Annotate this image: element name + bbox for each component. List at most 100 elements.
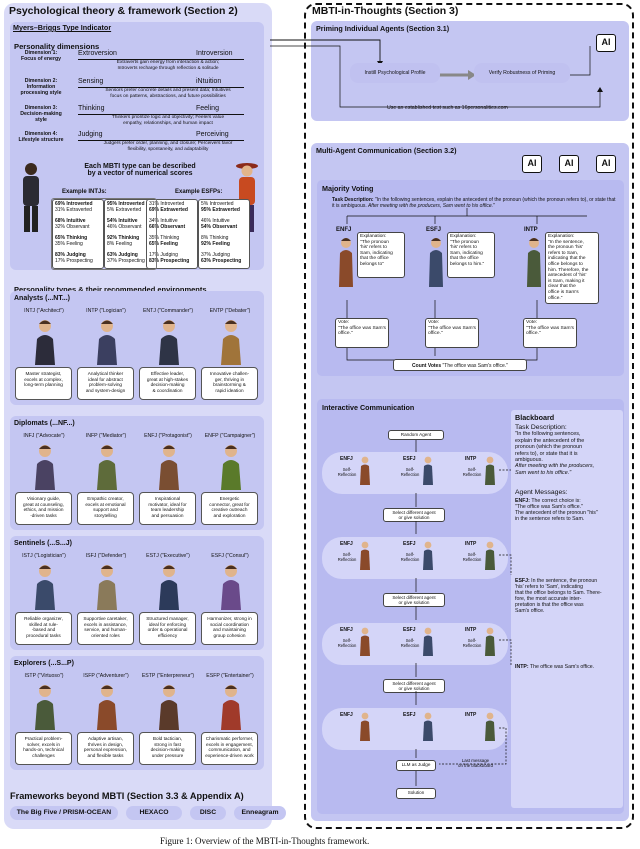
type-illustration-1-1 bbox=[92, 442, 122, 490]
dimension-name-3: Dimension 3: Decision-making style bbox=[20, 105, 62, 123]
framework-2: DISC bbox=[190, 806, 226, 820]
dimension-right-4: Perceiving bbox=[196, 131, 229, 138]
dimension-right-1: Introversion bbox=[196, 50, 233, 57]
blackboard-title: Blackboard bbox=[515, 413, 555, 422]
last-message-label: Last message on the blackboard bbox=[458, 758, 493, 769]
verify-priming-step: Verify Robustness of Priming bbox=[474, 63, 570, 83]
dimension-axis-3 bbox=[78, 114, 244, 115]
type-desc-0-2: Effective leader, great at high-stakes d… bbox=[139, 367, 196, 400]
esfp-card-a-item-4: 35% Thinking bbox=[149, 235, 180, 241]
type-desc-3-3: Charismatic performer, excels in engagem… bbox=[201, 732, 258, 765]
dimension-desc-4: Judgers prefer order, planning, and clos… bbox=[103, 141, 233, 152]
blackboard-enfj-message: ENFJ: The correct choice is: "The office… bbox=[515, 498, 598, 523]
esfp-card-a-item-1: 69% Extraverted bbox=[149, 207, 188, 213]
dimension-name-1: Dimension 1: Focus of energy bbox=[20, 50, 62, 62]
intj-card-a-item-3: 32% Observant bbox=[55, 224, 90, 230]
mv-explanation-2: Explanation: "In the sentence, the prono… bbox=[545, 232, 599, 304]
flow-reflection-1-1: Self- Reflection bbox=[400, 552, 420, 562]
type-desc-1-2: Inspirational motivator, ideal for team … bbox=[139, 492, 196, 525]
flow-agent-2-1: ESFJ bbox=[403, 627, 416, 633]
majority-task: Task Description: "In the following sent… bbox=[332, 197, 616, 209]
flow-row-2 bbox=[322, 623, 508, 665]
type-illustration-1-0 bbox=[30, 442, 60, 490]
mv-agent-illustration-1 bbox=[425, 235, 447, 287]
intj-card-b-item-7: 37% Prospecting bbox=[107, 258, 145, 264]
type-name-0-2: ENTJ ("Commander") bbox=[142, 308, 194, 314]
type-name-1-3: ENFP ("Campaigner") bbox=[204, 433, 256, 439]
flow-agent-illustration-1-0 bbox=[358, 540, 372, 570]
type-illustration-2-3 bbox=[216, 562, 246, 610]
blackboard-task: Task Description: "In the following sent… bbox=[515, 424, 595, 476]
type-name-1-0: INFJ ("Advocate") bbox=[23, 433, 65, 439]
dimension-name-2: Dimension 2: Information processing styl… bbox=[20, 78, 62, 96]
group-name-2: Sentinels (...S...J) bbox=[14, 540, 72, 547]
dimension-desc-1: Extraverts gain energy from interaction … bbox=[116, 60, 220, 71]
flow-reflection-2-2: Self- Reflection bbox=[462, 638, 482, 648]
flow-agent-0-1: ESFJ bbox=[403, 456, 416, 462]
esfp-card-a-item-5: 65% Feeling bbox=[149, 241, 178, 247]
type-desc-1-3: Energetic connector, great for creative … bbox=[201, 492, 258, 525]
flow-agent-3-2: INTP bbox=[465, 712, 477, 718]
vector-text: Each MBTI type can be described by a vec… bbox=[84, 163, 196, 177]
dimension-desc-3: Thinkers prioritize logic and objectivit… bbox=[111, 115, 225, 126]
mv-explanation-1: Explanation: "The pronoun 'his' refers t… bbox=[447, 232, 495, 278]
esfp-card-a-item-7: 83% Prospecting bbox=[149, 258, 190, 264]
intj-card-a-item-6: 83% Judging bbox=[55, 252, 86, 258]
dimension-left-2: Sensing bbox=[78, 78, 104, 85]
framework-1: HEXACO bbox=[126, 806, 182, 820]
type-desc-0-0: Master strategist, excels at complex, lo… bbox=[15, 367, 72, 400]
dimension-left-3: Thinking bbox=[78, 105, 105, 112]
flow-agent-1-0: ENFJ bbox=[340, 541, 353, 547]
intj-card-a-item-1: 31% Extraverted bbox=[55, 207, 92, 213]
framework-0: The Big Five / PRISM-OCEAN bbox=[10, 806, 118, 820]
intj-card-b-item-1: 5% Extraverted bbox=[107, 207, 142, 213]
flow-agent-illustration-0-2 bbox=[483, 455, 497, 485]
mv-agent-illustration-2 bbox=[523, 235, 545, 287]
priming-arrows bbox=[270, 39, 603, 108]
type-name-3-3: ESFP ("Entertainer") bbox=[206, 673, 254, 679]
flow-agent-illustration-3-1 bbox=[421, 711, 435, 741]
type-illustration-0-2 bbox=[154, 317, 184, 365]
esfp-card-a-item-2: 34% Intuitive bbox=[149, 218, 178, 224]
intj-card-b-item-4: 92% Thinking bbox=[107, 235, 140, 241]
type-illustration-2-1 bbox=[92, 562, 122, 610]
blackboard bbox=[511, 410, 623, 808]
flow-reflection-2-1: Self- Reflection bbox=[400, 638, 420, 648]
solution-box: Solution bbox=[396, 788, 436, 799]
intj-card-b-item-6: 63% Judging bbox=[107, 252, 138, 258]
mbti-title: Myers–Briggs Type Indicator bbox=[13, 23, 112, 32]
esfp-card-a bbox=[146, 199, 198, 269]
type-illustration-0-3 bbox=[216, 317, 246, 365]
flow-agent-1-1: ESFJ bbox=[403, 541, 416, 547]
figure-caption: Figure 1: Overview of the MBTI-in-Though… bbox=[160, 836, 370, 846]
intj-card-b-item-5: 8% Feeling bbox=[107, 241, 133, 247]
right-title: MBTI-in-Thoughts (Section 3) bbox=[312, 5, 459, 17]
flow-agent-illustration-3-2 bbox=[483, 711, 497, 741]
dimension-right-3: Feeling bbox=[196, 105, 219, 112]
esfp-card-a-item-3: 66% Observant bbox=[149, 224, 186, 230]
intj-card-a-item-5: 35% Feeling bbox=[55, 241, 83, 247]
type-desc-2-0: Reliable organizer, skilled at rule- -ba… bbox=[15, 612, 72, 645]
esfp-card-b-item-6: 37% Judging bbox=[201, 252, 230, 258]
majority-voting-title: Majority Voting bbox=[322, 184, 374, 193]
mv-vote-0: Vote: "The office was Sam's office." bbox=[335, 318, 389, 348]
intj-card-b-item-3: 46% Observant bbox=[107, 224, 142, 230]
ai-chip-icon-1: AI bbox=[522, 155, 542, 173]
ai-chip-icon-3: AI bbox=[596, 155, 616, 173]
type-desc-0-1: Analytical thinker ideal for abstract pr… bbox=[77, 367, 134, 400]
type-desc-0-3: Innovative challen- ger, thriving in bra… bbox=[201, 367, 258, 400]
example-esfp-label: Example ESFPs: bbox=[175, 189, 223, 195]
flow-arrows bbox=[415, 440, 512, 786]
blackboard-esfj-message: ESFJ: In the sentence, the pronoun 'his'… bbox=[515, 578, 602, 615]
esfp-card-b-item-0: 5% Introverted bbox=[201, 201, 234, 207]
type-name-2-1: ISFJ ("Defender") bbox=[85, 553, 127, 559]
type-illustration-2-0 bbox=[30, 562, 60, 610]
interactive-title: Interactive Communication bbox=[322, 403, 415, 412]
flow-agent-illustration-0-1 bbox=[421, 455, 435, 485]
dimension-right-2: iNtuition bbox=[196, 78, 222, 85]
majority-arrows bbox=[346, 208, 587, 361]
flow-row-0 bbox=[322, 452, 508, 494]
framework-3: Enneagram bbox=[234, 806, 286, 820]
esfp-card-a-item-6: 17% Judging bbox=[149, 252, 178, 258]
type-illustration-3-0 bbox=[30, 682, 60, 730]
